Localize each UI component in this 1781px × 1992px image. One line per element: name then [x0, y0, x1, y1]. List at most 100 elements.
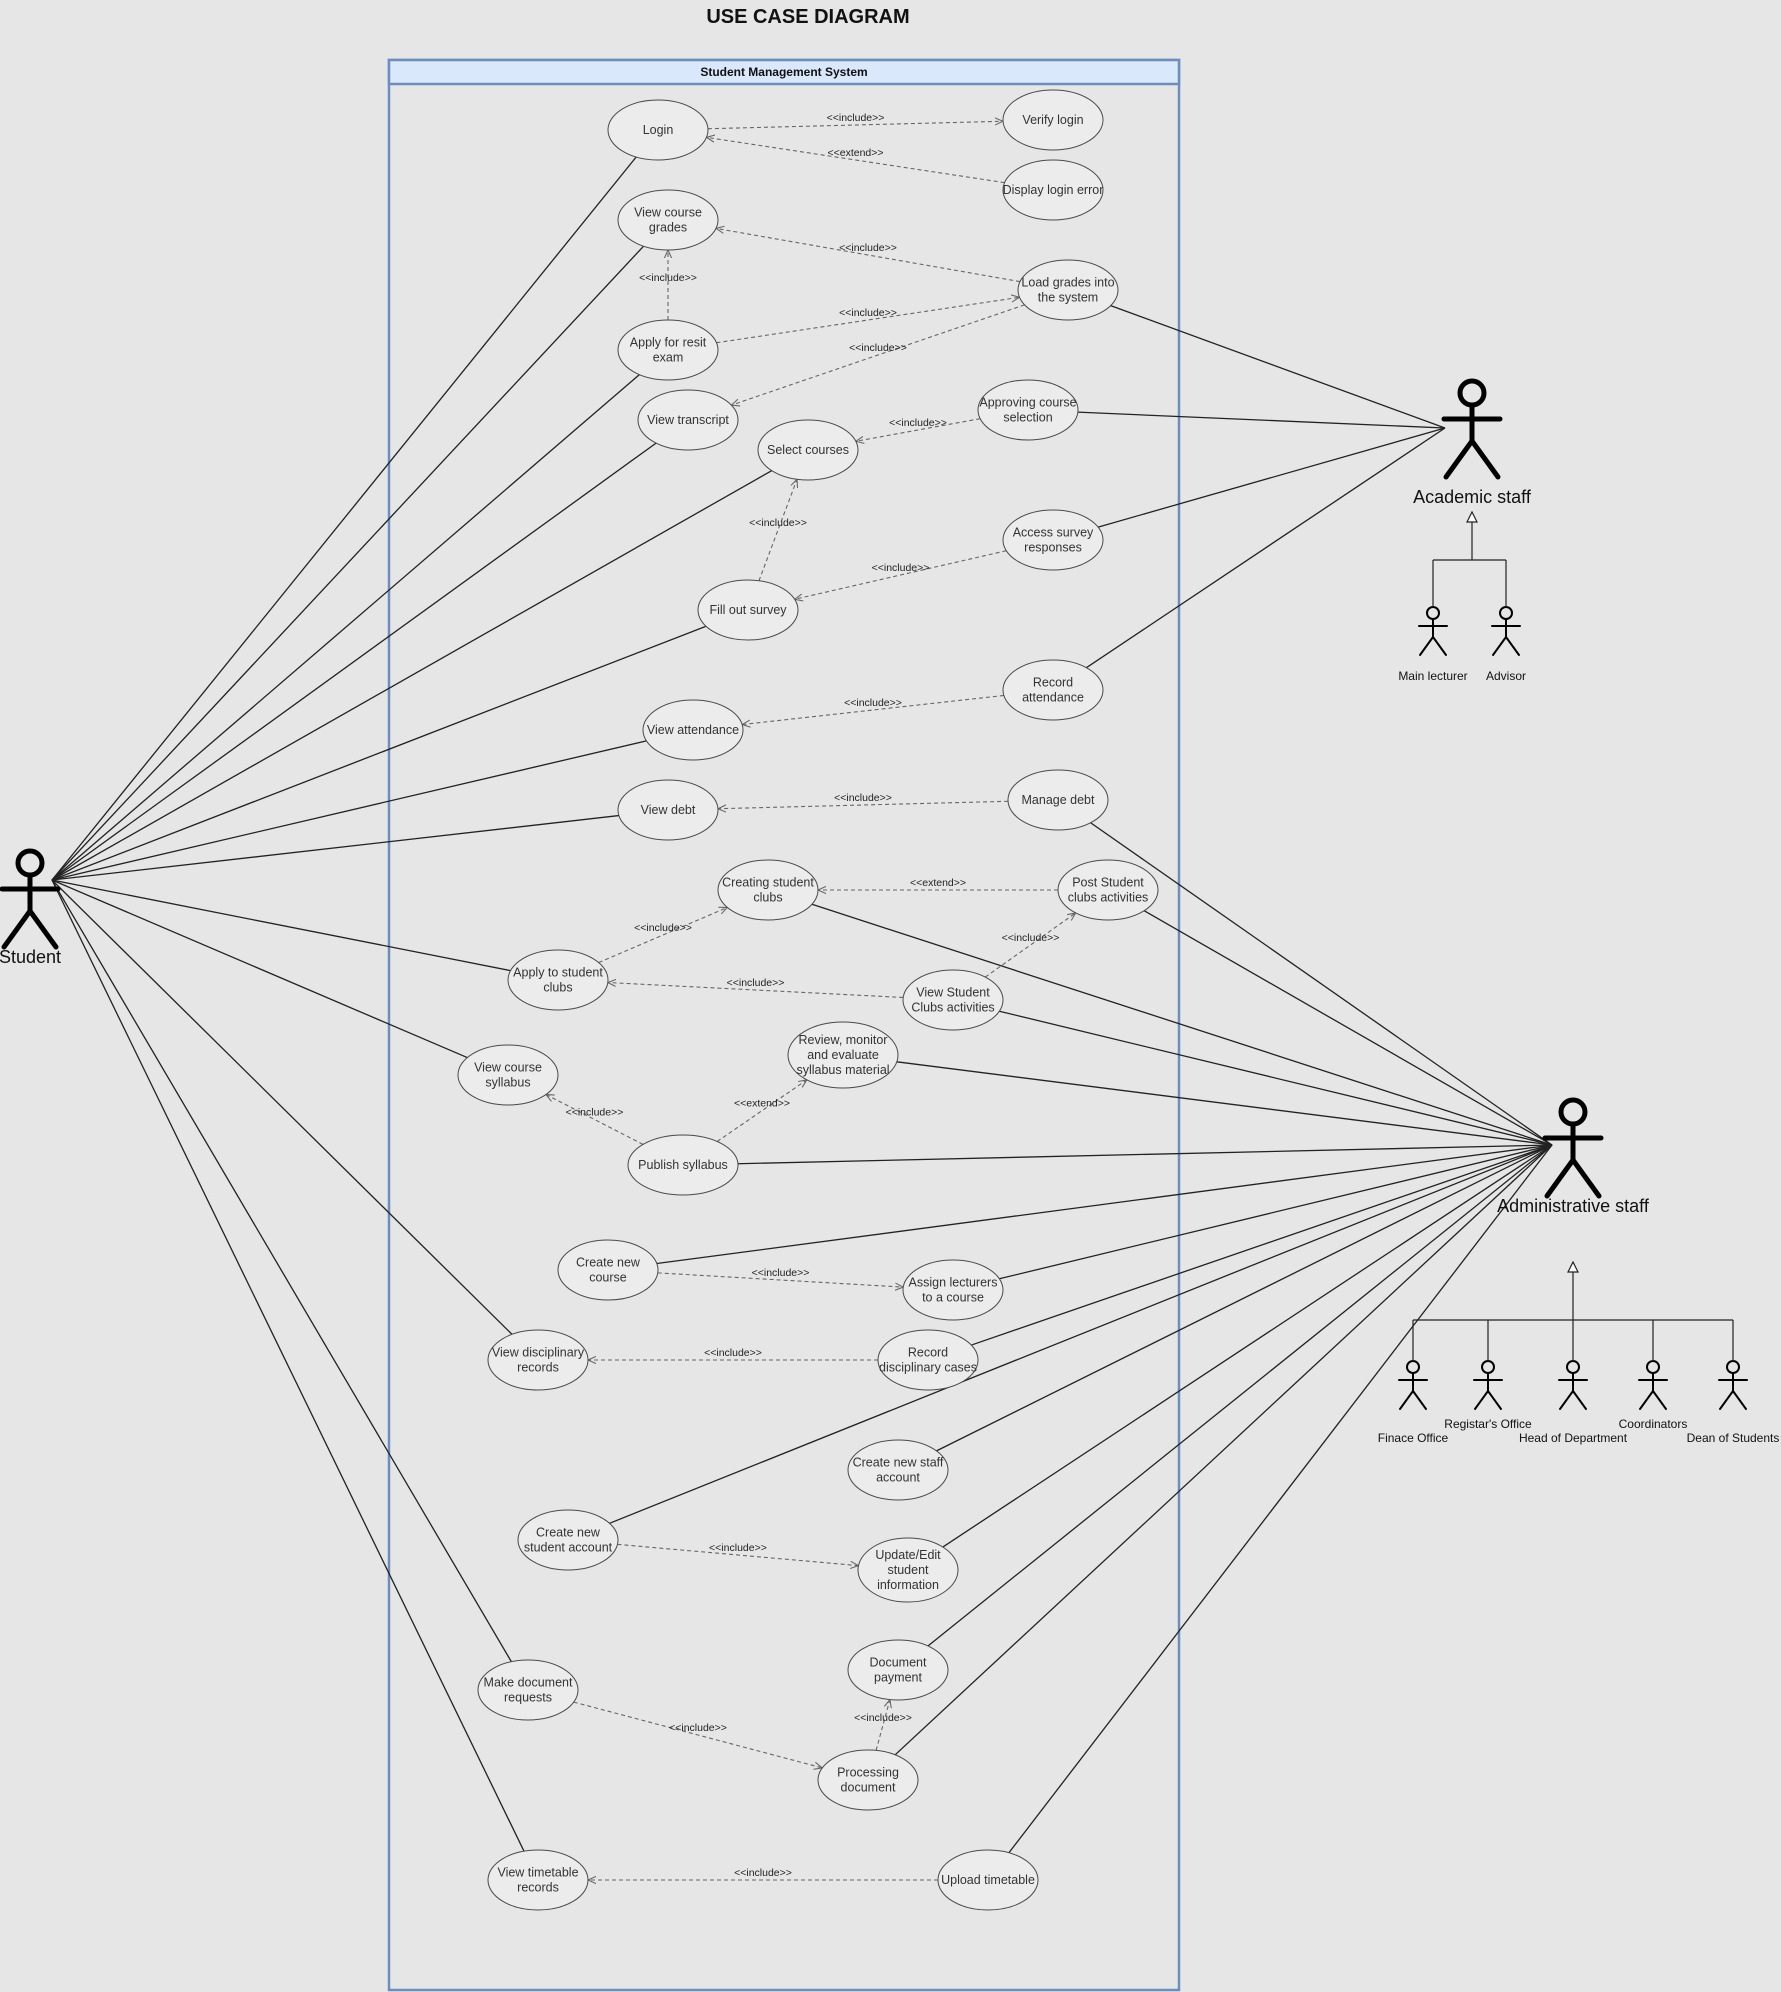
stereotype-label: <<include>>	[639, 272, 697, 284]
use-case-label: information	[877, 1578, 939, 1592]
dependency-arrow	[718, 800, 1009, 808]
dependency-arrow	[875, 1700, 890, 1751]
dependency-arrow	[617, 1543, 858, 1565]
system-name: Student Management System	[700, 65, 867, 79]
dependency-arrow	[716, 1080, 807, 1142]
actor-label: Head of Department	[1519, 1431, 1628, 1445]
use-case-label: Verify login	[1022, 113, 1083, 127]
stereotype-label: <<include>>	[1002, 932, 1060, 944]
actor-finance-office: Finace Office	[1378, 1360, 1449, 1445]
use-case-ellipse	[1002, 509, 1104, 571]
use-case-label: Record	[908, 1346, 948, 1360]
use-case-ellipse	[507, 949, 609, 1011]
association-line	[1143, 910, 1553, 1146]
use-case-ellipse	[607, 99, 709, 161]
actor-head	[1499, 606, 1513, 620]
use-case-ellipse	[1002, 159, 1104, 221]
use-case-label: Document	[870, 1656, 927, 1670]
use-case-ellipse	[1057, 859, 1159, 921]
use-case-ellipse	[1002, 659, 1104, 721]
association-line	[896, 1061, 1553, 1146]
use-case-ellipse	[847, 1639, 949, 1701]
association-line	[942, 1144, 1553, 1548]
association-line	[971, 1144, 1553, 1346]
stereotype-label: <<include>>	[749, 517, 807, 529]
system-boundary: Student Management System	[387, 58, 1181, 1992]
actor-head	[1566, 1360, 1580, 1374]
dependency-arrow	[706, 137, 1005, 184]
actor-head-of-department: Head of Department	[1519, 1360, 1628, 1445]
use-case-label: and evaluate	[807, 1048, 879, 1062]
association-line	[656, 1144, 1553, 1265]
use-case-label: records	[517, 1881, 559, 1895]
dependency-arrow	[758, 479, 797, 581]
use-case-ellipse	[697, 579, 799, 641]
use-case-ellipse	[902, 1259, 1004, 1321]
use-case-label: Creating student	[722, 876, 814, 890]
use-case-label: syllabus	[485, 1076, 530, 1090]
dependency-arrows: <<include>> <<extend>> <<include>> <<includ…	[546, 112, 1076, 1880]
actor-head	[1457, 378, 1487, 408]
use-case-select-courses: Select courses	[757, 419, 859, 481]
use-case-ellipse	[517, 1509, 619, 1571]
use-case-label: responses	[1024, 541, 1082, 555]
stereotype-label: <<include>>	[872, 562, 930, 574]
association-lines	[51, 156, 1553, 1854]
use-case-view-transcript: View transcript	[637, 389, 739, 451]
actor-dean-of-students: Dean of Students	[1687, 1360, 1779, 1445]
dependency-arrow	[716, 228, 1021, 283]
diagram-title: USE CASE DIAGRAM	[706, 6, 909, 28]
association-line	[51, 879, 511, 972]
actor-label: Administrative staff	[1497, 1196, 1650, 1216]
use-case-label: View disciplinary	[492, 1346, 585, 1360]
use-case-ellipse	[617, 779, 719, 841]
use-case-ellipse	[487, 1329, 589, 1391]
use-case-ellipse	[642, 699, 744, 761]
use-case-label: View attendance	[647, 723, 739, 737]
stereotype-label: <<include>>	[669, 1722, 727, 1734]
stereotype-label: <<extend>>	[734, 1098, 790, 1110]
use-case-ellipse	[977, 379, 1079, 441]
use-case-ellipse	[617, 319, 719, 381]
use-case-ellipse	[757, 419, 859, 481]
stereotype-label: <<include>>	[839, 242, 897, 254]
stereotype-label: <<include>>	[849, 342, 907, 354]
use-case-ellipse	[857, 1537, 959, 1603]
use-case-label: Review, monitor	[799, 1033, 888, 1047]
association-line	[51, 374, 640, 881]
dependency-arrow	[716, 297, 1020, 344]
stereotype-label: <<include>>	[889, 417, 947, 429]
use-case-label: requests	[504, 1691, 552, 1705]
actor-academic-staff: Academic staff	[1413, 378, 1532, 507]
use-case-label: exam	[653, 351, 684, 365]
dependency-arrow	[707, 121, 1003, 130]
use-case-ellipse	[557, 1239, 659, 1301]
actor-label: Coordinators	[1619, 1417, 1688, 1431]
use-case-label: the system	[1038, 291, 1098, 305]
use-case-ellipse	[937, 1849, 1039, 1911]
association-line	[927, 1144, 1553, 1647]
use-case-login: Login	[607, 99, 709, 161]
association-line	[1077, 411, 1446, 429]
use-case-label: Access survey	[1013, 526, 1094, 540]
use-case-ellipse	[617, 189, 719, 251]
dependency-arrow	[742, 694, 1004, 724]
use-case-verify-login: Verify login	[1002, 89, 1104, 151]
use-case-label: Approving course	[979, 396, 1076, 410]
stereotype-label: <<extend>>	[910, 877, 966, 889]
actor-label: Advisor	[1486, 669, 1526, 683]
